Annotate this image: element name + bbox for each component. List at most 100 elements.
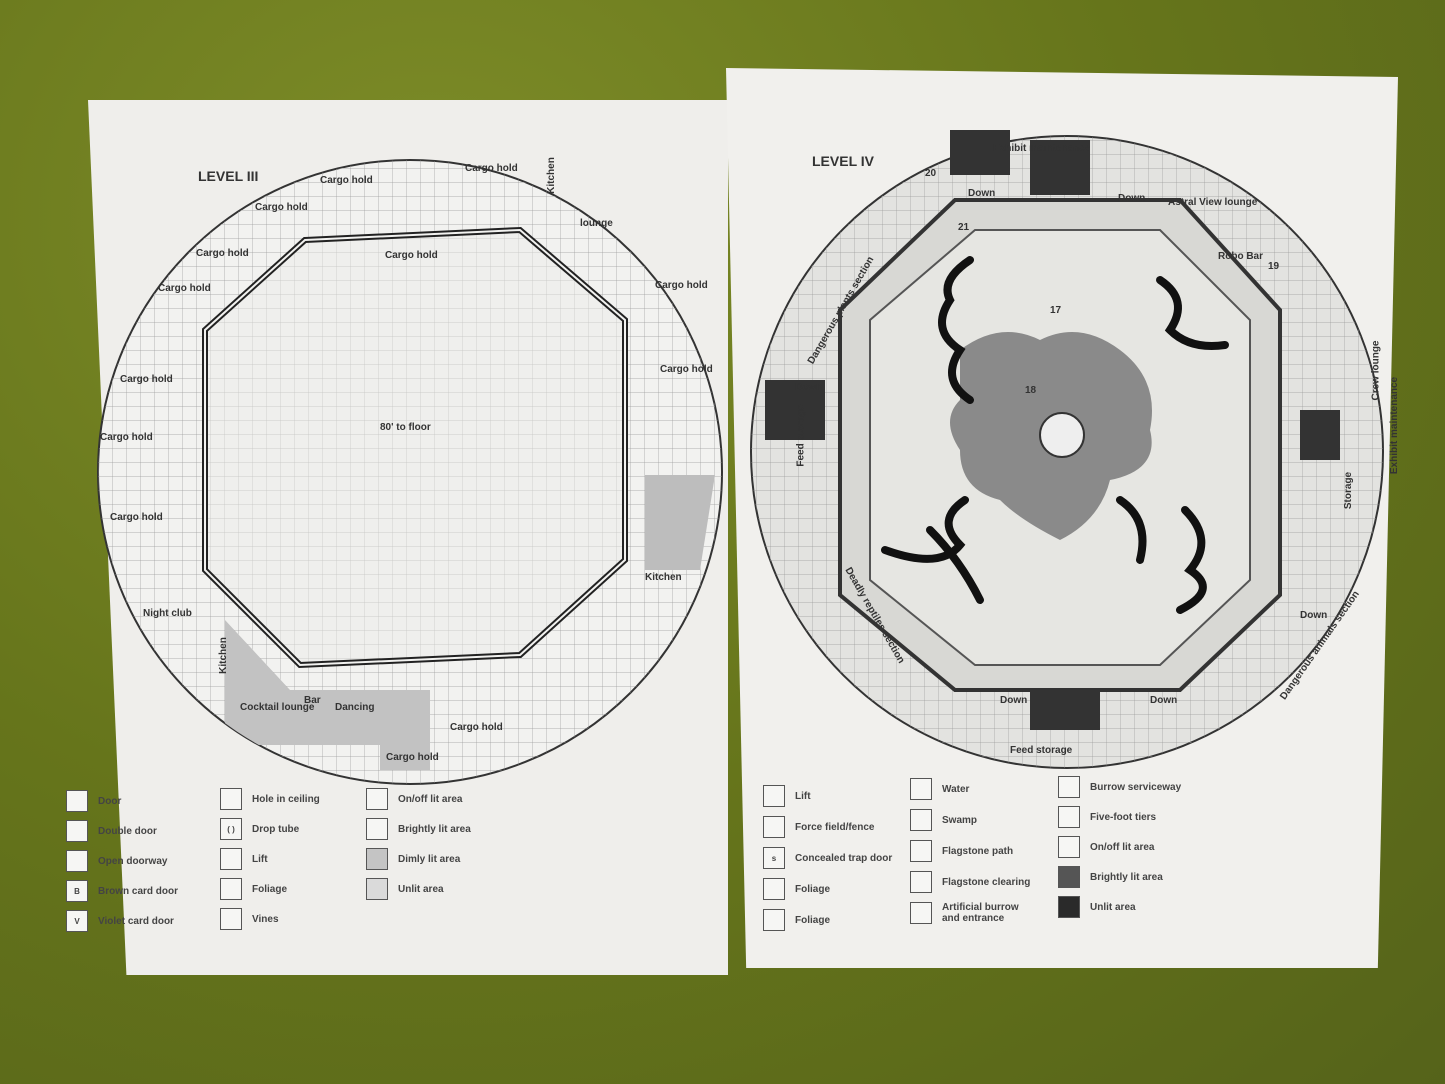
hole-in-ceiling-icon xyxy=(220,788,242,810)
central-octagon xyxy=(202,226,628,669)
legend-label: Flagstone clearing xyxy=(942,876,1031,888)
legend-label: Force field/fence xyxy=(795,821,875,833)
legend-item: Hole in ceiling xyxy=(220,788,320,810)
map-label: 21 xyxy=(958,222,970,233)
legend-label: Lift xyxy=(795,790,811,802)
legend-item: Dimly lit area xyxy=(366,848,460,870)
legend-item: Brightly lit area xyxy=(366,818,471,840)
map-label: 20 xyxy=(925,168,937,179)
map-label: 19 xyxy=(1268,261,1280,272)
legend-label: Violet card door xyxy=(98,915,174,927)
unlit-swatch xyxy=(1058,896,1080,918)
legend-label: Door xyxy=(98,795,122,807)
dimly-lit-cocktail-lounge xyxy=(225,620,430,770)
map-label: Astral View lounge xyxy=(1168,197,1258,208)
legend-label: On/off lit area xyxy=(1090,841,1155,853)
map-label: Kitchen xyxy=(217,637,229,674)
map-label: Cargo hold xyxy=(386,752,439,763)
map-label: Cocktail lounge xyxy=(240,702,315,713)
legend-label: Drop tube xyxy=(252,823,300,835)
legend-label: Foliage xyxy=(252,883,288,895)
map-label: Bar xyxy=(304,695,321,706)
trap-door-icon: s xyxy=(763,847,785,869)
legend-label: Foliage xyxy=(795,914,831,926)
dimly-lit-swatch xyxy=(366,848,388,870)
legend-item: On/off lit area xyxy=(1058,836,1154,858)
foliage-icon xyxy=(220,878,242,900)
legend-item: Swamp xyxy=(910,809,977,831)
legend-item: Vines xyxy=(220,908,279,930)
lift-icon xyxy=(763,785,785,807)
double-door-icon xyxy=(66,820,88,842)
map-label: Robo Bar xyxy=(1218,251,1263,262)
drop-tube-icon: ( ) xyxy=(220,818,242,840)
on-off-lit-swatch xyxy=(366,788,388,810)
map-label: Down xyxy=(968,188,996,199)
map-label: Cargo hold xyxy=(320,175,373,186)
sparse-foliage-icon xyxy=(763,909,785,931)
unlit-swatch xyxy=(366,878,388,900)
legend-item: Flagstone path xyxy=(910,840,1013,862)
legend-label: On/off lit area xyxy=(398,793,463,805)
legend-item: Burrow serviceway xyxy=(1058,776,1181,798)
legend-item: V Violet card door xyxy=(66,910,174,932)
map-label: Down xyxy=(1150,695,1178,706)
legend-item: Lift xyxy=(220,848,268,870)
legend-item: Foliage xyxy=(220,878,287,900)
legend-label: Brown card door xyxy=(98,885,179,897)
door-icon xyxy=(66,790,88,812)
legend-item: Open doorway xyxy=(66,850,167,872)
legend-item: Water xyxy=(910,778,969,800)
map-label: Cargo hold xyxy=(660,364,713,375)
flagstone-path-icon xyxy=(910,840,932,862)
legend-label: Five-foot tiers xyxy=(1090,811,1157,823)
legend-item: ( ) Drop tube xyxy=(220,818,299,840)
legend-label: Unlit area xyxy=(1090,901,1136,913)
legend-label: Foliage xyxy=(795,883,831,895)
level-iv-map xyxy=(750,130,1384,769)
legend-label: Artificial burrow and entrance xyxy=(942,902,1019,924)
legend-item: Brightly lit area xyxy=(1058,866,1163,888)
map-label: Cargo hold xyxy=(100,432,153,443)
legend-label: Water xyxy=(942,783,970,795)
vines-icon xyxy=(220,908,242,930)
legend-label: Double door xyxy=(98,825,157,837)
level-iv-title: LEVEL IV xyxy=(812,153,874,169)
legend-item: Double door xyxy=(66,820,157,842)
brightly-lit-swatch xyxy=(366,818,388,840)
legend-label: Dimly lit area xyxy=(398,853,461,865)
kitchen-area xyxy=(645,475,715,570)
flagstone-clearing-icon xyxy=(910,871,932,893)
map-label: Cargo hold xyxy=(385,250,438,261)
map-label: 80' to floor xyxy=(380,422,431,433)
map-label: Down xyxy=(795,382,823,393)
map-label: Cargo hold xyxy=(655,280,708,291)
map-label: Feed storage xyxy=(1010,745,1073,756)
open-doorway-icon xyxy=(66,850,88,872)
map-label: Cargo hold xyxy=(158,283,211,294)
map-label: Night club xyxy=(143,608,192,619)
map-label: Cargo hold xyxy=(196,248,249,259)
map-label: Feed storage xyxy=(795,404,807,467)
level-iii-map xyxy=(97,159,723,785)
legend-label: Lift xyxy=(252,853,268,865)
dense-foliage-icon xyxy=(763,878,785,900)
lift-icon xyxy=(220,848,242,870)
legend-label: Swamp xyxy=(942,814,978,826)
legend-label: Vines xyxy=(252,913,279,925)
legend-label: Burrow serviceway xyxy=(1090,781,1182,793)
violet-card-door-icon: V xyxy=(66,910,88,932)
map-label: 17 xyxy=(1050,305,1062,316)
map-label: lounge xyxy=(580,218,613,229)
water-icon xyxy=(910,778,932,800)
legend-item: Door xyxy=(66,790,121,812)
legend-label: Hole in ceiling xyxy=(252,793,320,805)
map-label: Cargo hold xyxy=(120,374,173,385)
legend-item: On/off lit area xyxy=(366,788,462,810)
legend-label: Brightly lit area xyxy=(1090,871,1163,883)
map-label: 18 xyxy=(1025,385,1037,396)
map-label: Cargo hold xyxy=(255,202,308,213)
brown-card-door-icon: B xyxy=(66,880,88,902)
map-label: Cargo hold xyxy=(110,512,163,523)
